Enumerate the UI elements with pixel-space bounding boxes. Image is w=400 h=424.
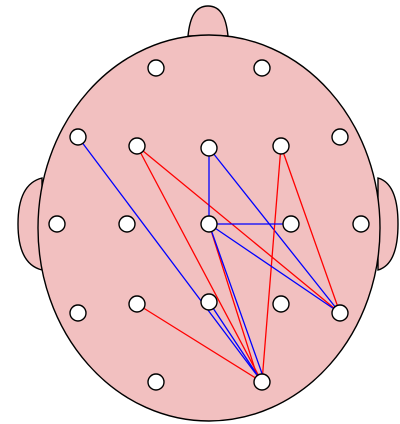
electrode-e9 (119, 216, 135, 232)
electrode-e17 (332, 305, 348, 321)
electrode-e3 (70, 129, 86, 145)
electrode-e18 (148, 374, 164, 390)
electrode-e10 (201, 216, 217, 232)
electrode-e7 (332, 129, 348, 145)
electrode-e16 (273, 296, 289, 312)
electrode-e19 (254, 374, 270, 390)
electrode-e11 (283, 216, 299, 232)
head-outline (18, 6, 398, 421)
electrode-e4 (129, 138, 145, 154)
electrode-e15 (201, 294, 217, 310)
electrode-e1 (148, 60, 164, 76)
nose (188, 6, 228, 36)
electrode-e13 (70, 305, 86, 321)
right-ear (378, 178, 398, 270)
electrode-e2 (254, 60, 270, 76)
electrode-e12 (353, 216, 369, 232)
electrode-e6 (273, 138, 289, 154)
electrode-e8 (49, 216, 65, 232)
electrode-e5 (201, 140, 217, 156)
electrode-e14 (129, 296, 145, 312)
